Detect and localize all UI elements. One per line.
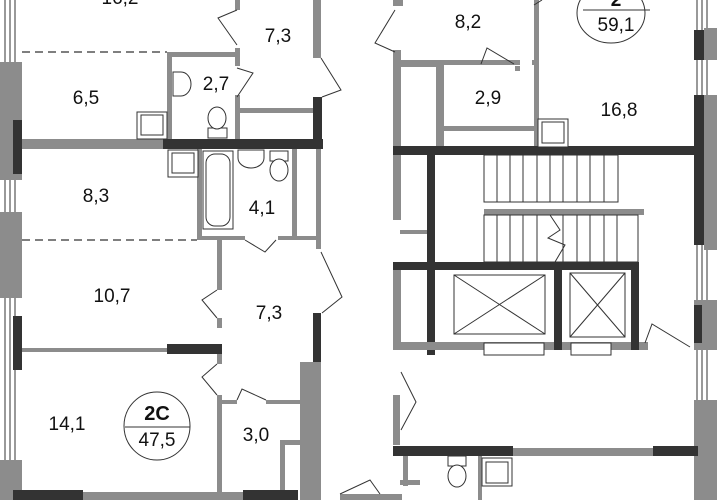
room-area: 14,1: [49, 414, 86, 435]
room-area: 16,8: [601, 100, 638, 121]
door[interactable]: [217, 9, 238, 46]
apartment-type: 2: [611, 0, 622, 11]
door[interactable]: [480, 47, 515, 65]
apartment-badge: 2 59,1: [576, 0, 650, 44]
left-facade: [0, 0, 22, 500]
room-area: 10,7: [94, 286, 131, 307]
door[interactable]: [201, 289, 218, 319]
room-labels: 16,2 7,3 6,5 2,7 8,3 4,1 10,7 7,3 14,1 3…: [49, 0, 638, 446]
room-area: 8,2: [455, 12, 481, 33]
door[interactable]: [320, 251, 343, 314]
elevator-door[interactable]: [483, 342, 545, 356]
door[interactable]: [201, 363, 218, 396]
room-area: 3,0: [243, 425, 269, 446]
door[interactable]: [339, 479, 381, 495]
fixtures: [136, 71, 569, 488]
sink-icon: [172, 71, 192, 97]
elevators: [453, 272, 626, 356]
walls-left: [13, 0, 323, 500]
doors: [201, 0, 691, 495]
staircase: [483, 154, 644, 263]
door[interactable]: [400, 371, 417, 431]
room-area: 2,7: [203, 74, 229, 95]
door[interactable]: [374, 9, 396, 53]
room-area: 2,9: [475, 88, 501, 109]
right-facade: [694, 0, 717, 500]
door[interactable]: [320, 57, 342, 98]
door[interactable]: [236, 67, 254, 98]
sink-icon: [237, 149, 265, 169]
room-area: 7,3: [265, 26, 291, 47]
room-area: 7,3: [256, 303, 282, 324]
door[interactable]: [644, 323, 691, 348]
apartment-type: 2С: [144, 403, 170, 425]
door[interactable]: [244, 239, 277, 253]
room-area: 16,2: [102, 0, 139, 9]
apartment-area: 47,5: [139, 430, 176, 451]
door[interactable]: [236, 388, 267, 401]
apartment-badge: 2С 47,5: [123, 391, 191, 461]
toilet-icon: [207, 127, 228, 139]
room-area: 4,1: [249, 198, 275, 219]
room-area: 8,3: [83, 186, 109, 207]
elevator-door[interactable]: [570, 342, 612, 356]
room-area: 6,5: [73, 88, 99, 109]
apartment-area: 59,1: [598, 15, 635, 36]
